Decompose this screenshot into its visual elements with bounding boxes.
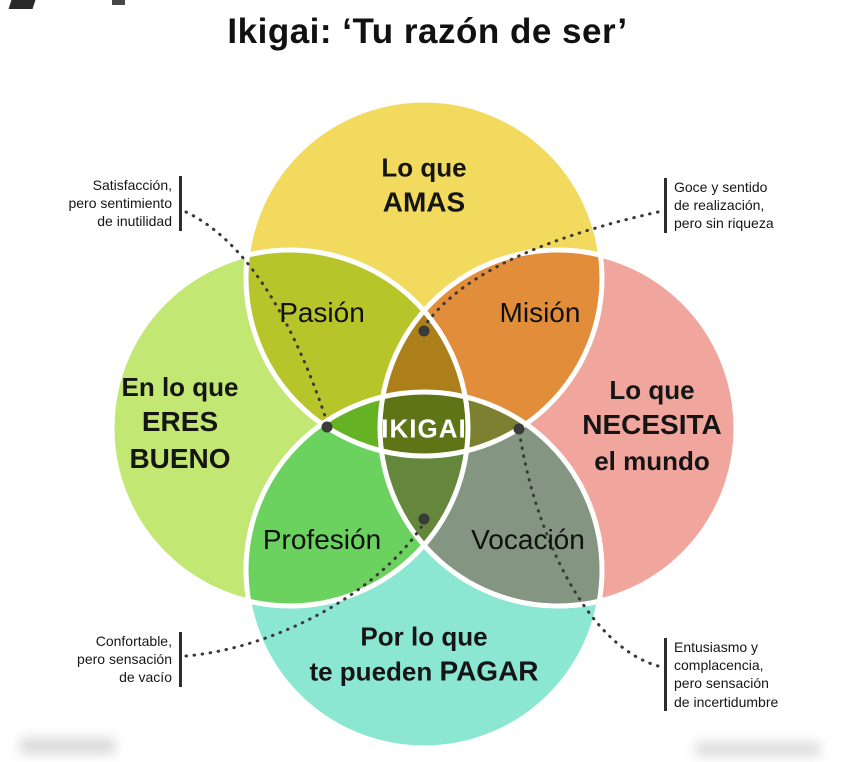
page-title: Ikigai: ‘Tu razón de ser’	[227, 12, 628, 51]
annotation-delight: Goce y sentido de realización, pero sin …	[664, 178, 774, 233]
annotation-comfort-line2: pero sensación	[77, 651, 172, 668]
annotation-satisfaction-text: Satisfacción, pero sentimiento de inutil…	[68, 176, 172, 231]
dot-satisfaction-target	[321, 421, 333, 433]
annotation-delight-line3: pero sin riqueza	[674, 215, 774, 232]
dot-comfort-target	[418, 513, 430, 525]
circle-label-paid-line1: Por lo que	[360, 621, 488, 652]
annotation-comfort: Confortable, pero sensación de vacío	[52, 632, 182, 687]
center-label-ikigai: IKIGAI	[381, 413, 467, 444]
annotation-satisfaction-rule	[179, 176, 182, 231]
connector-excitement	[518, 434, 660, 668]
overlap-label-vocation: Vocación	[471, 524, 585, 555]
annotation-satisfaction: Satisfacción, pero sentimiento de inutil…	[52, 176, 182, 231]
circle-label-good-line2: ERES	[141, 406, 219, 438]
circle-outline-good-at	[109, 247, 471, 609]
circle-label-good-line3: BUENO	[129, 443, 231, 475]
annotation-satisfaction-line2: pero sentimiento	[68, 195, 172, 212]
annotation-excitement-line2: complacencia,	[674, 657, 764, 674]
annotation-excitement-line4: de incertidumbre	[674, 693, 779, 710]
annotation-satisfaction-line1: Satisfacción,	[92, 177, 172, 193]
annotation-excitement: Entusiasmo y complacencia, pero sensació…	[664, 638, 778, 711]
circle-label-love-line2: AMAS	[382, 186, 466, 218]
dot-excitement-target	[513, 423, 525, 435]
annotation-delight-rule	[664, 178, 667, 233]
connector-satisfaction	[184, 210, 329, 424]
annotation-delight-text: Goce y sentido de realización, pero sin …	[674, 178, 774, 233]
annotation-comfort-line1: Confortable,	[95, 633, 172, 649]
circle-label-world-line1: Lo que	[609, 375, 695, 406]
overlap-label-passion: Pasión	[279, 297, 365, 328]
circle-label-good-at: En lo que ERES BUENO	[122, 370, 239, 478]
circle-paid-for	[246, 392, 602, 748]
annotation-satisfaction-line3: de inutilidad	[97, 213, 172, 230]
circle-label-love: Lo que AMAS	[381, 150, 466, 221]
annotation-comfort-text: Confortable, pero sensación de vacío	[77, 632, 172, 687]
circle-outline-world-needs	[377, 247, 739, 609]
circle-label-world-line2: NECESITA	[582, 409, 722, 441]
connector-comfort	[184, 524, 424, 658]
annotation-delight-line1: Goce y sentido	[674, 179, 768, 195]
circle-label-paid-line2a: te pueden	[309, 656, 433, 687]
annotation-excitement-line3: pero sensación	[674, 675, 769, 692]
annotation-delight-line2: de realización,	[674, 197, 765, 214]
circle-label-paid-for: Por lo que te pueden PAGAR	[309, 619, 538, 690]
annotation-comfort-line3: de vacío	[119, 669, 172, 686]
circle-label-paid-line2b: PAGAR	[439, 655, 539, 687]
scan-artifact-bottom-left	[20, 738, 115, 754]
overlap-label-profession: Profesión	[262, 524, 382, 555]
circle-label-world-line3: el mundo	[594, 446, 710, 477]
annotation-excitement-line1: Entusiasmo y	[674, 639, 759, 655]
circle-label-world-needs: Lo que NECESITA el mundo	[582, 373, 722, 479]
circle-outline-paid-for	[243, 389, 605, 751]
circle-label-love-line1: Lo que	[381, 152, 467, 183]
annotation-comfort-rule	[179, 632, 182, 687]
circle-label-paid-line2: te pueden PAGAR	[309, 654, 538, 691]
circle-outline-love	[243, 97, 605, 459]
circle-label-good-line1: En lo que	[121, 371, 239, 402]
scan-artifact-bottom-right	[695, 742, 820, 756]
overlap-label-mission: Misión	[499, 297, 581, 328]
dot-delight-target	[418, 325, 430, 337]
annotation-excitement-text: Entusiasmo y complacencia, pero sensació…	[674, 638, 778, 711]
connector-delight	[424, 210, 660, 326]
scan-artifact-top	[112, 0, 125, 5]
annotation-excitement-rule	[664, 638, 667, 711]
